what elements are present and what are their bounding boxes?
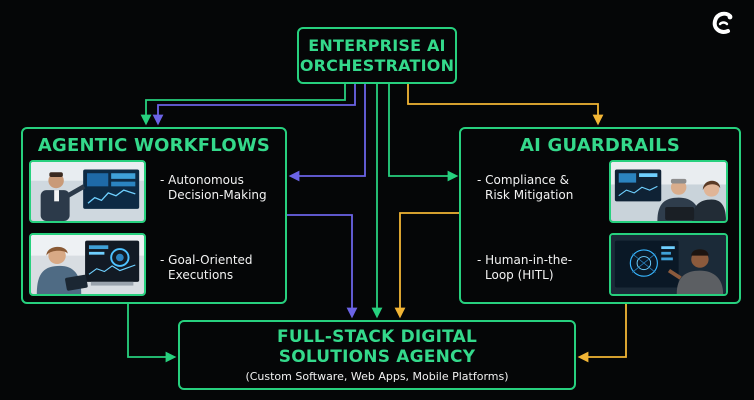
right-item-1-line1: - Compliance & xyxy=(477,173,569,187)
arrow-top-to-left-purple xyxy=(152,84,356,126)
bottom-box-title-line2: SOLUTIONS AGENCY xyxy=(278,347,476,367)
top-box-title-line1: ENTERPRISE AI xyxy=(308,35,446,55)
left-box-title: AGENTIC WORKFLOWS xyxy=(37,135,271,156)
right-item-2-text: - Human-in-the- Loop (HITL) xyxy=(477,253,607,283)
full-stack-digital-solutions-box: FULL-STACK DIGITAL SOLUTIONS AGENCY (Cus… xyxy=(178,320,576,390)
bottom-box-subtitle: (Custom Software, Web Apps, Mobile Platf… xyxy=(245,370,509,383)
left-item-1-text: - Autonomous Decision-Making xyxy=(160,173,286,203)
arrow-right-box-to-bottom xyxy=(577,304,627,363)
ai-guardrails-box: AI GUARDRAILS - Compliance & Risk Mitiga… xyxy=(459,127,741,304)
left-item-1-line2: Decision-Making xyxy=(168,188,267,202)
bottom-box-title-line1: FULL-STACK DIGITAL xyxy=(277,327,477,347)
right-item-1-photo xyxy=(609,160,728,223)
arrow-top-to-left-side xyxy=(288,84,366,182)
arrow-left-to-bottom-purple xyxy=(287,214,358,319)
left-item-1-line1: - Autonomous xyxy=(160,173,244,187)
arrow-left-box-to-bottom xyxy=(127,304,177,363)
right-item-2-photo xyxy=(609,233,728,296)
arrow-right-to-bottom-yellow xyxy=(394,212,459,319)
left-item-2-line2: Executions xyxy=(168,268,234,282)
arrow-top-to-left-green xyxy=(140,84,346,126)
right-box-title: AI GUARDRAILS xyxy=(520,135,680,156)
right-item-2-line1: - Human-in-the- xyxy=(477,253,573,267)
left-item-1-photo xyxy=(29,160,146,223)
left-item-2-text: - Goal-Oriented Executions xyxy=(160,253,286,283)
left-item-2-photo xyxy=(29,233,146,296)
brand-logo-icon xyxy=(712,11,733,34)
right-item-1-line2: Risk Mitigation xyxy=(485,188,574,202)
right-item-2-line2: Loop (HITL) xyxy=(485,268,554,282)
top-box-title-line2: ORCHESTRATION xyxy=(299,55,455,75)
arrow-top-to-right-yellow xyxy=(407,84,604,126)
left-item-2-line1: - Goal-Oriented xyxy=(160,253,253,267)
arrow-top-to-right-side xyxy=(388,84,459,182)
agentic-workflows-box: AGENTIC WORKFLOWS - Autonomous Decision-… xyxy=(21,127,287,304)
enterprise-ai-orchestration-box: ENTERPRISE AI ORCHESTRATION xyxy=(297,27,457,84)
right-item-1-text: - Compliance & Risk Mitigation xyxy=(477,173,607,203)
